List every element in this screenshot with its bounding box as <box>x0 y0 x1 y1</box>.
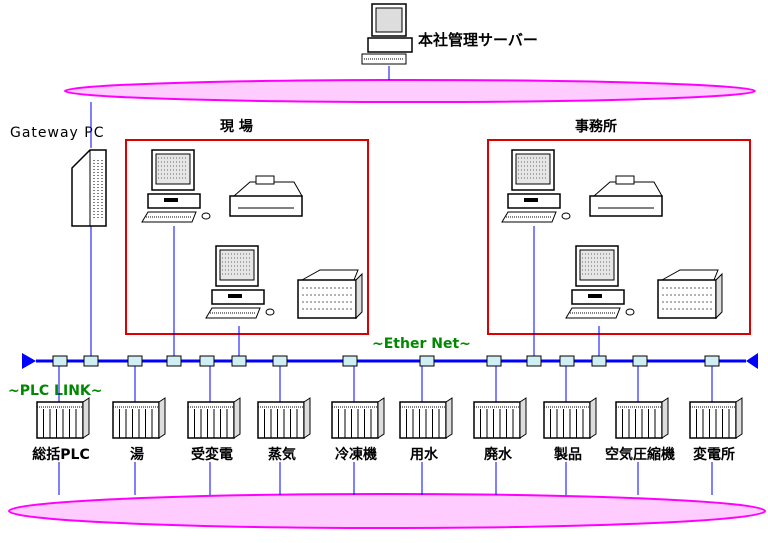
bus-tap-node <box>704 355 720 367</box>
bus-tap-node <box>231 355 247 367</box>
office-pc1-icon <box>501 149 571 223</box>
plc-label: 変電所 <box>693 446 735 463</box>
zone-genba-label: 現 場 <box>220 118 253 135</box>
bus-tap-node <box>272 355 288 367</box>
plc-unit: 湯 <box>112 366 166 495</box>
bus-tap-node <box>83 355 99 367</box>
plc-rack-icon <box>36 397 90 439</box>
bus-tap-node <box>127 355 143 367</box>
bus-right-terminator-icon <box>746 353 758 369</box>
plc-unit: 製品 <box>543 366 597 495</box>
plc-label: 製品 <box>553 446 582 463</box>
gateway-label: Gateway PC <box>10 125 105 141</box>
plc-rack-icon <box>543 397 597 439</box>
plc-label: 空気圧縮機 <box>605 446 675 463</box>
genba-laser-printer-icon <box>297 269 363 320</box>
office-pc2-icon <box>565 245 635 319</box>
zone-office-label: 事務所 <box>575 118 617 135</box>
plc-unit: 受変電 <box>187 366 241 495</box>
bottom-ring-network <box>8 493 766 529</box>
plc-rack-icon <box>112 397 166 439</box>
bus-tap-node <box>591 355 607 367</box>
plc-unit: 用水 <box>399 366 453 495</box>
genba-pc2-icon <box>205 245 275 319</box>
zone-genba-box <box>125 139 369 335</box>
plc-rack-icon <box>257 397 311 439</box>
bus-tap-node <box>342 355 358 367</box>
server-label: 本社管理サーバー <box>418 31 538 49</box>
plc-units: 総括PLC 湯 受変電 蒸気 冷凍機 用水 廃水 製品 空気圧縮機 変電所 <box>32 366 743 495</box>
plc-rack-icon <box>331 397 385 439</box>
plc-unit: 冷凍機 <box>331 366 385 495</box>
plc-label: 蒸気 <box>268 446 296 463</box>
plc-rack-icon <box>473 397 527 439</box>
bus-tap-node <box>559 355 575 367</box>
office-printer-icon <box>589 175 663 217</box>
plc-rack-icon <box>399 397 453 439</box>
bus-tap-node <box>199 355 215 367</box>
plc-label: 冷凍機 <box>335 446 377 463</box>
bus-tap-node <box>166 355 182 367</box>
zone-devices <box>141 149 723 320</box>
zone-office-box <box>487 139 751 335</box>
plc-unit: 変電所 <box>689 366 743 495</box>
plc-label: 湯 <box>130 446 144 463</box>
genba-printer-icon <box>229 175 303 217</box>
plc-unit: 総括PLC <box>32 366 90 495</box>
plc-label: 受変電 <box>191 446 233 463</box>
plc-label: 用水 <box>410 446 439 463</box>
bus-tap-node <box>526 355 542 367</box>
plc-unit: 蒸気 <box>257 366 311 495</box>
bus-tap-node <box>632 355 648 367</box>
top-ring-network <box>64 79 756 103</box>
bus-tap-node <box>486 355 502 367</box>
bus-tap-node <box>52 355 68 367</box>
bus-tap-node <box>419 355 435 367</box>
plc-link-label: ~PLC LINK~ <box>8 383 103 399</box>
plc-rack-icon <box>187 397 241 439</box>
plc-rack-icon <box>689 397 743 439</box>
ether-net-label: ~Ether Net~ <box>372 336 471 352</box>
plc-rack-icon <box>615 397 669 439</box>
plc-label: 総括PLC <box>32 446 89 463</box>
server-computer-icon <box>361 3 413 80</box>
gateway-tower-icon <box>71 149 107 227</box>
bus-left-terminator-icon <box>22 353 36 369</box>
plc-label: 廃水 <box>484 446 513 463</box>
genba-pc1-icon <box>141 149 211 223</box>
office-laser-printer-icon <box>657 269 723 320</box>
plc-unit: 廃水 <box>473 366 527 495</box>
plc-unit: 空気圧縮機 <box>605 366 675 495</box>
